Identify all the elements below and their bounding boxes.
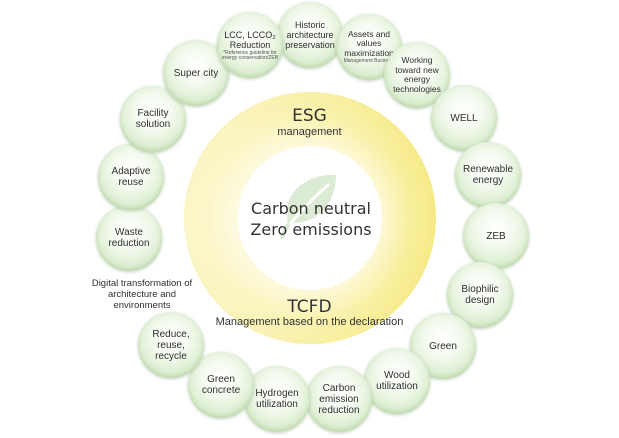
- node-wood-utilization: Wood utilization: [364, 348, 430, 414]
- node-sublabel: *Reference guideline for energy conserva…: [221, 49, 279, 61]
- tcfd-title-block: TCFD Management based on the declaration: [0, 298, 619, 329]
- node-green-concrete: Green concrete: [188, 352, 254, 418]
- node-label: Waste reduction: [108, 227, 150, 249]
- node-label: Biophilic design: [461, 284, 499, 306]
- esg-subtitle: management: [277, 126, 342, 138]
- node-renewable-energy: Renewable energy: [455, 142, 521, 208]
- node-label: Renewable energy: [462, 164, 514, 186]
- node-adaptive-reuse: Adaptive reuse: [98, 144, 164, 210]
- center-label: Carbon neutral Zero emissions: [231, 198, 391, 240]
- node-label: LCC, LCCO₂ Reduction: [224, 29, 276, 50]
- node-label: Green concrete: [201, 374, 241, 396]
- node-label: Wood utilization: [376, 370, 418, 392]
- node-label: Reduce, reuse, recycle: [152, 328, 190, 362]
- node-label: Digital transformation of architecture a…: [91, 278, 193, 311]
- node-lcc-reduction: LCC, LCCO₂ Reduction *Reference guidelin…: [217, 12, 283, 78]
- center-line-1: Carbon neutral: [251, 199, 371, 218]
- node-label: Super city: [173, 67, 219, 79]
- node-digital-transformation: Digital transformation of architecture a…: [82, 278, 202, 311]
- node-label: Assets and values maximization: [344, 28, 394, 58]
- node-reduce-reuse-recycle: Reduce, reuse, recycle: [138, 312, 204, 378]
- center-line-2: Zero emissions: [250, 220, 372, 239]
- esg-title: ESG: [292, 106, 327, 126]
- tcfd-title: TCFD: [287, 297, 332, 317]
- node-zeb: ZEB: [463, 203, 529, 269]
- node-carbon-emission-reduction: Carbon emission reduction: [306, 366, 372, 432]
- node-waste-reduction: Waste reduction: [96, 205, 162, 271]
- node-well: WELL: [431, 85, 497, 151]
- node-sublabel: Management Business: [343, 58, 395, 65]
- node-label: Working toward new energy technologies: [393, 55, 441, 94]
- node-historic-architecture: Historic architecture preservation: [277, 2, 343, 68]
- node-label: Green: [429, 340, 457, 352]
- node-assets-values: Assets and values maximization Managemen…: [336, 14, 402, 80]
- leaf-icon: [280, 174, 336, 239]
- node-label: Facility solution: [135, 108, 171, 130]
- esg-title-block: ESG management: [0, 107, 619, 139]
- node-label: Hydrogen utilization: [255, 388, 299, 410]
- node-label: Carbon emission reduction: [318, 382, 360, 416]
- tcfd-subtitle: Management based on the declaration: [215, 316, 404, 328]
- node-label: Historic architecture preservation: [285, 20, 335, 50]
- node-label: WELL: [450, 112, 478, 124]
- node-label: Adaptive reuse: [111, 166, 151, 188]
- node-hydrogen-utilization: Hydrogen utilization: [244, 366, 310, 432]
- node-label: ZEB: [486, 230, 506, 242]
